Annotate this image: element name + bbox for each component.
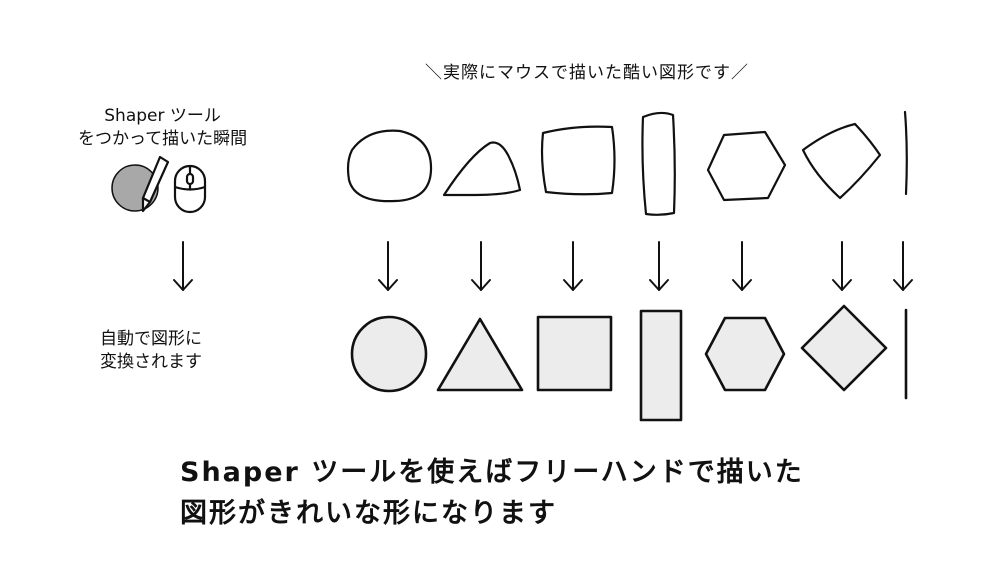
rough-line [903,110,908,196]
clean-circle [350,315,428,393]
rough-circle [346,129,433,203]
arrow-down-icon [832,241,852,291]
circle-pencil-icon [111,155,170,213]
clean-square [536,315,613,392]
rough-square [540,125,616,196]
rough-triangle [442,141,522,197]
clean-rectangle [639,309,683,422]
arrow-down-icon [893,241,913,291]
arrows [173,241,913,291]
caption-heading: ＼実際にマウスで描いた酷い図形です／ [425,63,749,83]
arrow-down-icon [173,241,193,291]
footer-text: Shaper ツールを使えばフリーハンドで描いた 図形がきれいな形になります [180,457,804,529]
clean-diamond [800,304,888,392]
rough-diamond [801,122,882,200]
after-label: 自動で図形に 変換されます [100,329,202,372]
clean-triangle [436,317,524,392]
hand-drawn-shapes [346,110,908,216]
arrow-down-icon [732,241,752,291]
arrow-down-icon [471,241,491,291]
rough-hexagon [706,130,787,202]
arrow-down-icon [649,241,669,291]
before-label: Shaper ツール をつかって描いた瞬間 [78,106,248,149]
clean-hexagon [704,316,786,392]
clean-shapes [350,304,908,422]
rough-rectangle [641,111,676,216]
arrow-down-icon [378,241,398,291]
mouse-icon [173,164,207,214]
arrow-down-icon [563,241,583,291]
